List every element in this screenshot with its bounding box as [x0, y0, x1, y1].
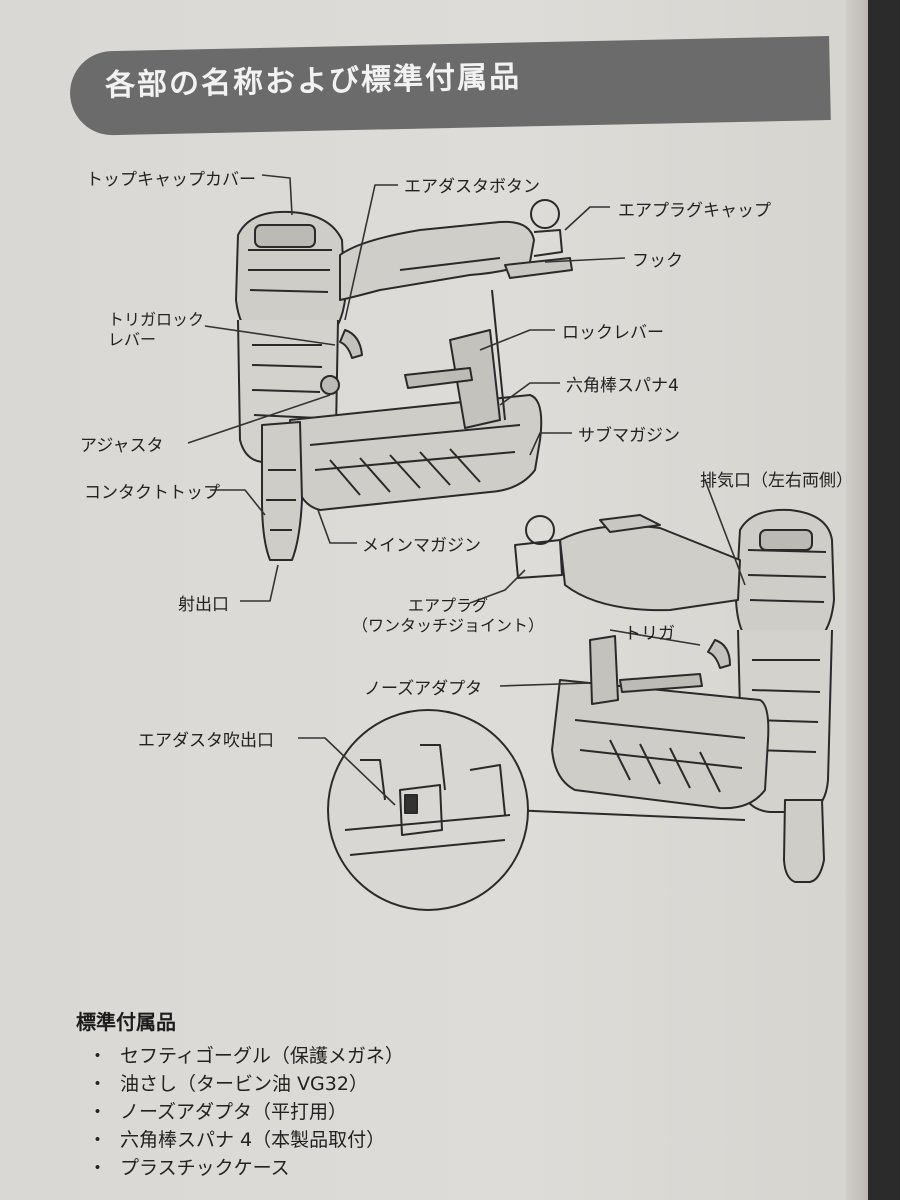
label-hex-wrench: 六角棒スパナ4: [566, 376, 679, 396]
nailer-front-illustration: [235, 199, 573, 561]
nailer-diagram: [187, 174, 835, 911]
list-item: ・プラスチックケース: [88, 1157, 290, 1179]
label-lock-lever: ロックレバー: [562, 323, 664, 343]
label-nose-adapter: ノーズアダプタ: [364, 679, 483, 699]
list-item: ・油さし（タービン油 VG32）: [88, 1073, 368, 1095]
accessories-title: 標準付属品: [76, 1010, 176, 1034]
page-edge: [846, 0, 868, 1200]
list-item: ・ノーズアダプタ（平打用）: [88, 1101, 348, 1123]
label-air-duster-button: エアダスタボタン: [404, 177, 540, 197]
manual-page: 各部の名称および標準付属品: [0, 0, 868, 1200]
label-outlet: 射出口: [178, 595, 229, 615]
list-item: ・六角棒スパナ 4（本製品取付）: [88, 1129, 386, 1151]
list-item: ・セフティゴーグル（保護メガネ）: [88, 1045, 404, 1067]
label-air-duster-outlet: エアダスタ吹出口: [138, 731, 274, 751]
label-trigger-lock-lever: トリガロック レバー: [108, 310, 205, 349]
nailer-rear-illustration: [509, 508, 835, 883]
label-exhaust: 排気口（左右両側）: [700, 471, 853, 491]
label-air-plug: エアプラグ （ワンタッチジョイント）: [352, 596, 545, 635]
label-air-plug-cap: エアプラグキャップ: [618, 201, 771, 221]
air-duster-outlet-zoom: [327, 709, 529, 911]
leader-lines: [187, 174, 746, 806]
label-sub-magazine: サブマガジン: [578, 426, 680, 446]
label-top-cap-cover: トップキャップカバー: [86, 170, 256, 190]
label-adjuster: アジャスタ: [80, 436, 164, 456]
label-contact-top: コンタクトトップ: [84, 483, 220, 503]
label-main-magazine: メインマガジン: [362, 536, 481, 556]
label-hook: フック: [632, 251, 683, 271]
label-trigger: トリガ: [624, 624, 675, 644]
accessories-list: ・セフティゴーグル（保護メガネ） ・油さし（タービン油 VG32） ・ノーズアダ…: [88, 1042, 404, 1182]
